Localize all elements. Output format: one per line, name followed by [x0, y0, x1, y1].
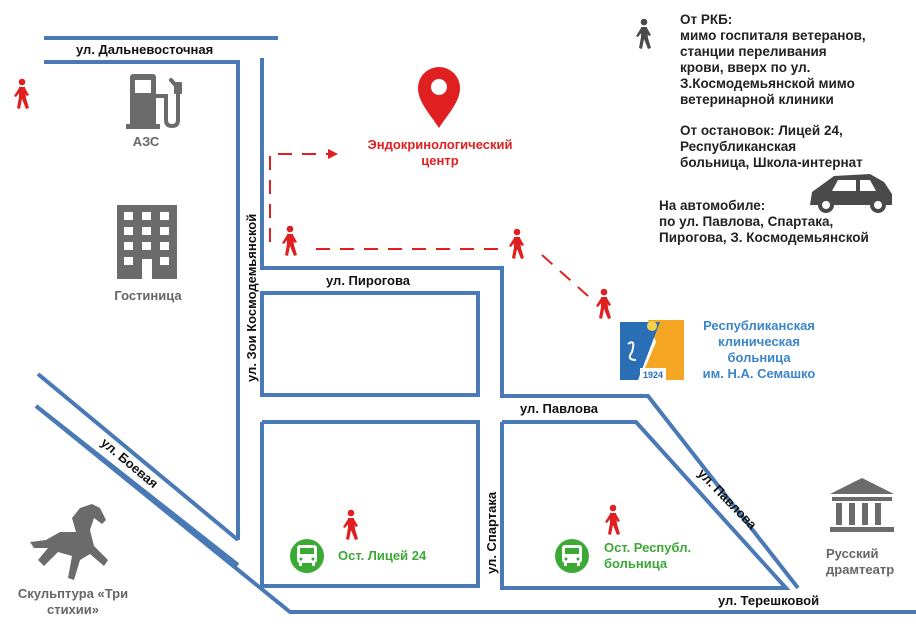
- sculpture-label: Скульптура «Три стихии»: [17, 586, 129, 617]
- pedestrian-icon: [605, 504, 620, 535]
- road-block-hospital-stop: [500, 420, 791, 590]
- pedestrian-icon: [596, 288, 611, 319]
- hotel-label: Гостиница: [114, 288, 182, 303]
- hospital-logo-year: 1924: [643, 370, 663, 380]
- bus-stop-hospital-label: Ост. Республ. больница: [604, 540, 692, 571]
- pedestrian-icon: [14, 78, 29, 109]
- route-arrow-icon: [328, 149, 338, 159]
- street-pirogova: ул. Пирогова: [326, 273, 411, 288]
- road-block-top: [260, 58, 800, 590]
- pedestrian-icon: [343, 509, 358, 540]
- street-tereshkovoy: ул. Терешковой: [718, 593, 819, 608]
- street-spartaka: ул. Спартака: [484, 491, 499, 574]
- bus-stop-lyceum-label: Ост. Лицей 24: [338, 548, 427, 563]
- pedestrian-icon: [282, 225, 297, 256]
- road-block-middle: [260, 291, 480, 397]
- horse-sculpture-icon: [30, 504, 108, 580]
- road-tereshkovoy: [34, 404, 916, 614]
- walking-route: [269, 153, 589, 297]
- road-block-lyceum: [260, 420, 480, 588]
- map-pin-icon: [418, 67, 460, 128]
- gas-station-icon: [126, 74, 182, 129]
- gas-station-label: АЗС: [132, 134, 160, 149]
- hotel-building-icon: [117, 205, 177, 279]
- bus-stop-hospital-icon: [555, 539, 589, 573]
- pedestrian-icon: [509, 228, 524, 259]
- directions-by-car: На автомобиле: по ул. Павлова, Спартака,…: [659, 198, 869, 245]
- endocrinology-center-label[interactable]: Эндокринологический центр: [367, 137, 513, 168]
- hospital-logo-icon: 1924: [620, 320, 684, 380]
- road-kosmodemyanskoy-west: [44, 60, 240, 540]
- road-boevaya-inner: [36, 372, 240, 542]
- theatre-label: Русский драмтеатр: [826, 546, 895, 577]
- street-kosmodemyanskoy: ул. Зои Космодемьянской: [244, 214, 259, 382]
- directions-from-hospital: От РКБ: мимо госпиталя ветеранов, станци…: [680, 12, 866, 107]
- bus-stop-lyceum-icon: [290, 539, 324, 573]
- theatre-icon: [830, 478, 894, 532]
- hospital-label[interactable]: Республиканская клиническая больница им.…: [702, 318, 816, 381]
- directions-from-stops: От остановок: Лицей 24, Республиканская …: [680, 123, 863, 170]
- car-icon: [810, 174, 892, 213]
- street-pavlova-horizontal: ул. Павлова: [520, 401, 599, 416]
- street-dalnevostochnaya: ул. Дальневосточная: [76, 42, 213, 57]
- pedestrian-legend-icon: [636, 18, 651, 49]
- road-network: [34, 36, 916, 614]
